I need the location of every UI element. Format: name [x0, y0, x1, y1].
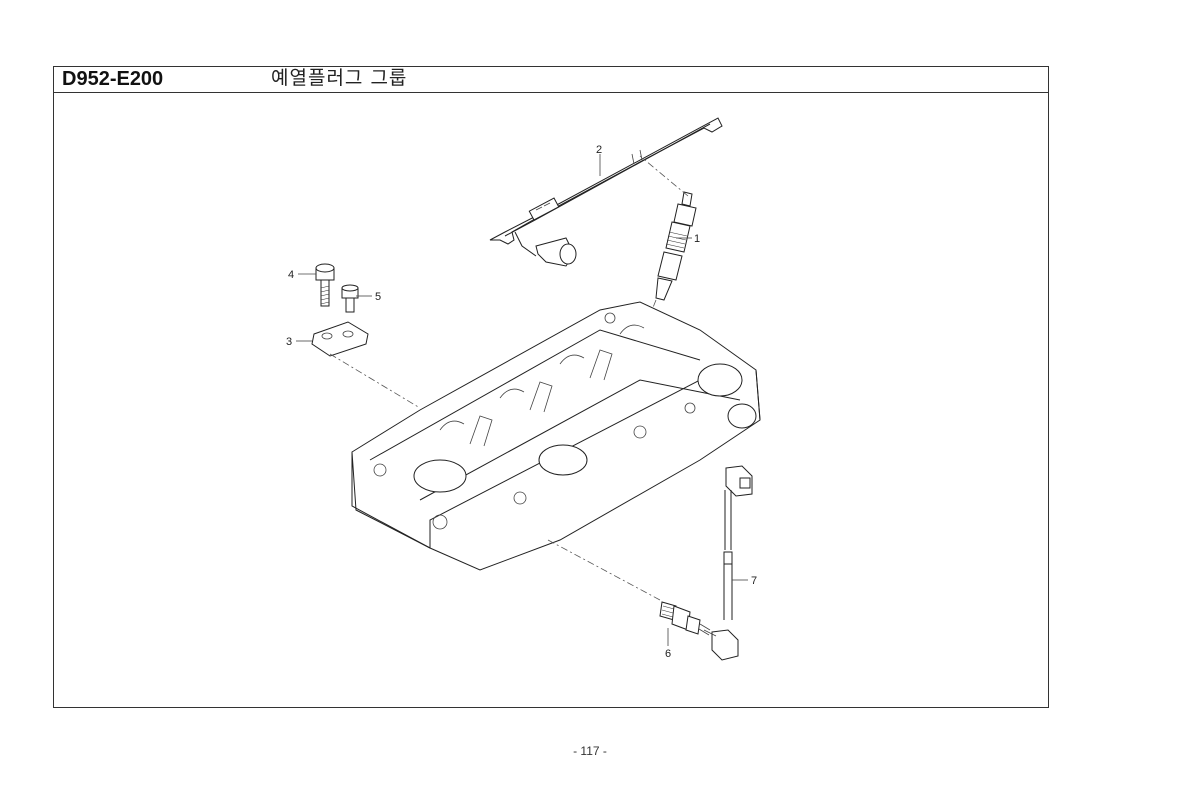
header-bar: D952-E200 예열플러그 그룹: [54, 67, 1048, 93]
callout-4: 4: [288, 269, 294, 281]
part-7-harness: [703, 465, 753, 661]
part-1-glow-plug: [639, 155, 697, 331]
part-4-bolt: [315, 263, 335, 307]
callout-2: 2: [596, 144, 602, 156]
callout-1: 1: [694, 233, 700, 245]
part-6-sensor: [659, 601, 711, 636]
page-number: - 117 -: [573, 744, 607, 758]
part-3-bracket: [311, 321, 421, 409]
callout-5: 5: [375, 291, 381, 303]
callout-leaders: [296, 154, 748, 646]
part-2-connector-plate: [489, 117, 723, 267]
callout-7: 7: [751, 575, 757, 587]
cylinder-head: [351, 301, 761, 601]
callout-6: 6: [665, 648, 671, 660]
part-group-title: 예열플러그 그룹: [271, 67, 408, 89]
callout-3: 3: [286, 336, 292, 348]
part-group-code: D952-E200: [62, 68, 164, 90]
part-5-pin: [341, 284, 359, 313]
diagram-frame: D952-E200 예열플러그 그룹: [53, 66, 1049, 708]
